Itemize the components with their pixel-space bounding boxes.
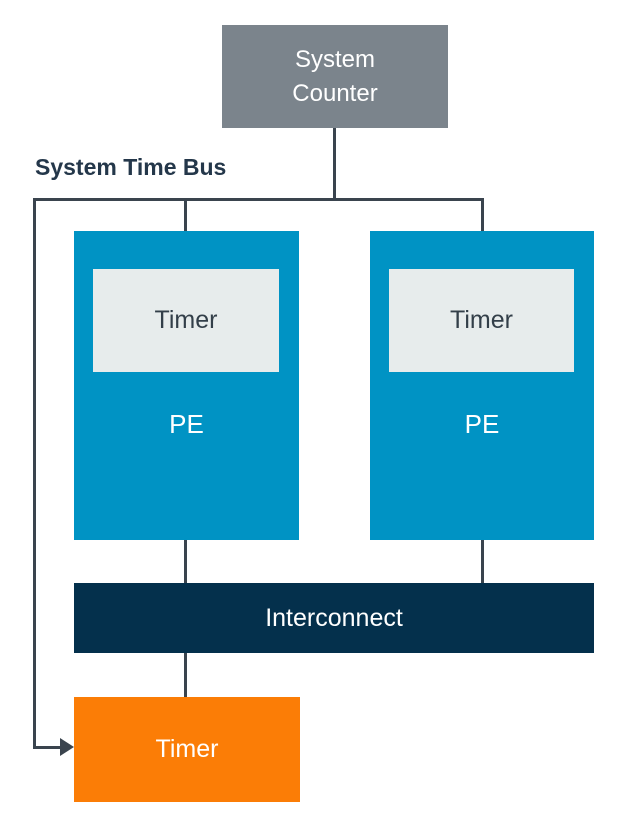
system-timer-label: Timer — [155, 735, 219, 763]
arrowhead-into-system-timer-icon — [60, 738, 74, 756]
system-counter-node: System Counter — [222, 25, 448, 128]
interconnect-node: Interconnect — [74, 583, 594, 653]
pe-right-timer-label: Timer — [450, 306, 513, 334]
connector-counter-to-bus — [333, 128, 336, 200]
pe-left-label: PE — [169, 409, 204, 439]
connector-bus-to-left-timer — [184, 200, 187, 257]
pe-right-label: PE — [464, 409, 500, 439]
system-time-bus-label: System Time Bus — [35, 154, 227, 180]
connector-left-pe-to-interconnect — [184, 540, 187, 583]
connector-bus-horizontal — [33, 198, 484, 201]
pe-right-timer-node: Timer — [389, 269, 574, 372]
connector-interconnect-to-system-timer — [184, 653, 187, 697]
pe-left-timer-node: Timer — [93, 269, 279, 372]
pe-left-node: Timer PE — [74, 231, 299, 540]
connector-bus-to-right-timer — [481, 198, 484, 257]
system-counter-label: System Counter — [292, 45, 378, 107]
pe-right-node: Timer PE — [370, 231, 594, 540]
connector-bus-to-system-timer — [33, 746, 61, 749]
connector-right-pe-to-interconnect — [481, 540, 484, 583]
interconnect-label: Interconnect — [265, 603, 403, 632]
connector-bus-left-vertical — [33, 198, 36, 749]
system-timer-node: Timer — [74, 697, 300, 802]
pe-left-timer-label: Timer — [154, 306, 218, 334]
